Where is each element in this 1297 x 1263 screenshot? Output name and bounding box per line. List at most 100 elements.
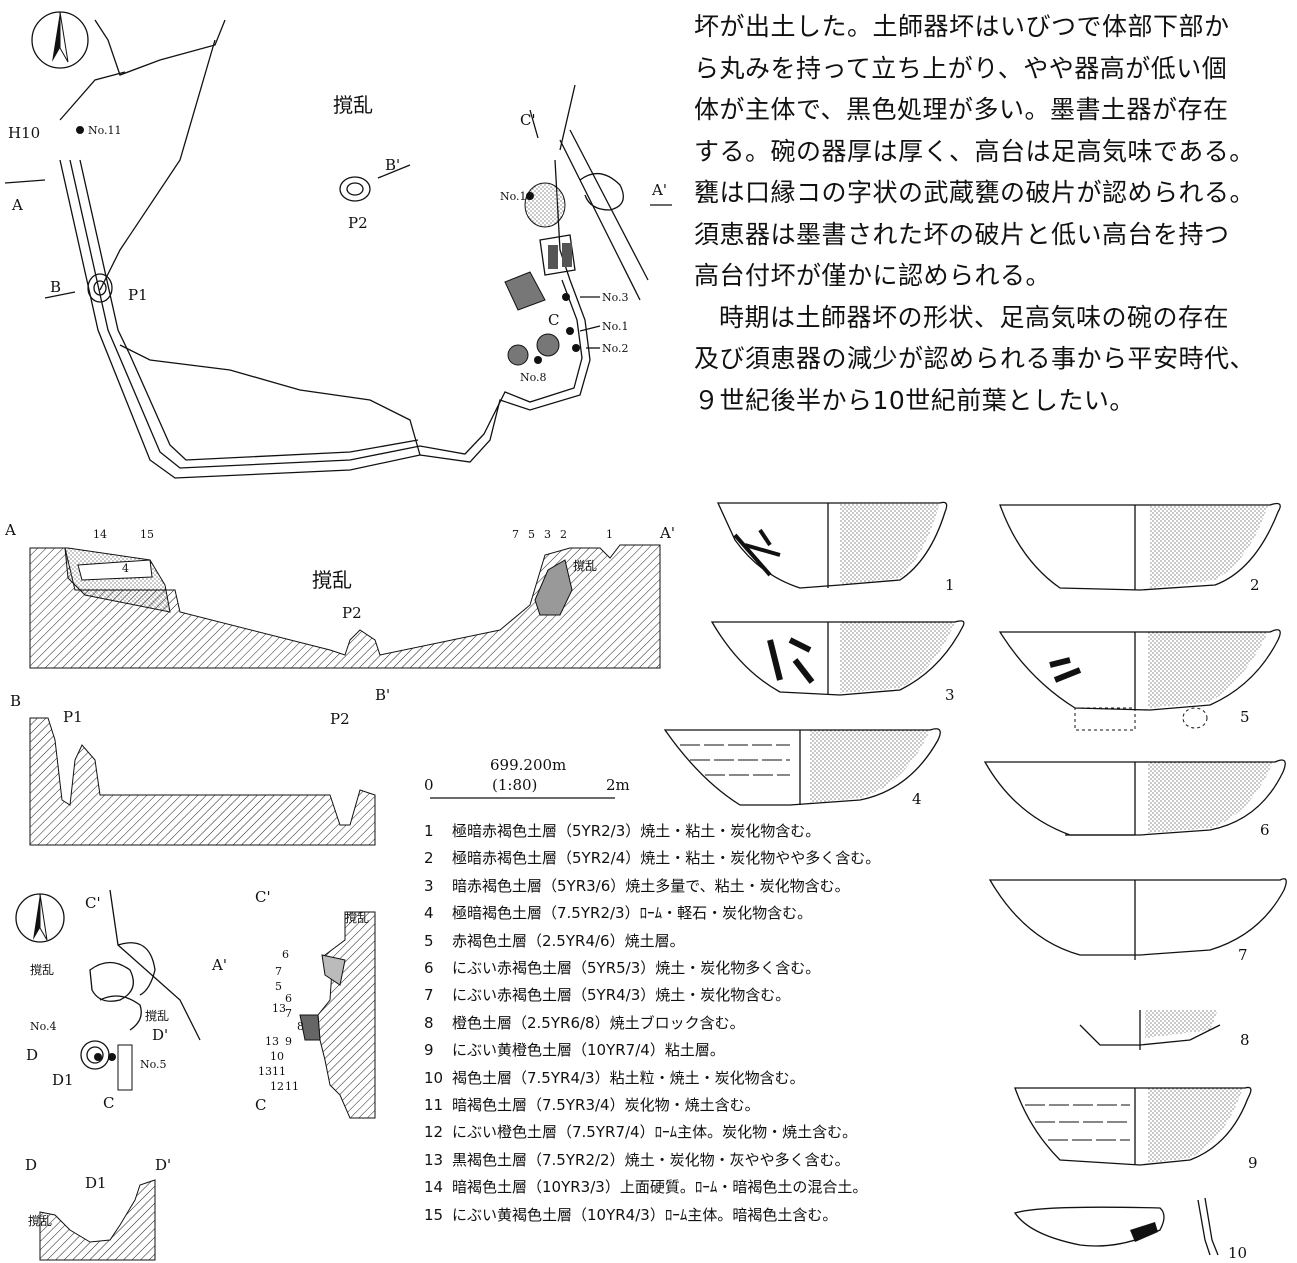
body-line: 体が主体で、黒色処理が多い。墨書土器が存在 <box>694 95 1229 124</box>
section-c-layer: 11 <box>272 1065 286 1078</box>
vessel-label: 5 <box>1240 708 1250 726</box>
legend-row: 11 暗褐色土層（7.5YR3/4）炭化物・焼土含む。 <box>424 1092 984 1119</box>
detail-disturbance2-label: 撹乱 <box>145 1009 169 1023</box>
legend-text: 暗赤褐色土層（5YR3/6）焼土多量で、粘土・炭化物含む。 <box>452 876 850 895</box>
legend-row: 14 暗褐色土層（10YR3/3）上面硬質。ﾛｰﾑ・暗褐色土の混合土。 <box>424 1174 984 1201</box>
legend-num: 4 <box>424 904 434 923</box>
legend-row: 3 暗赤褐色土層（5YR3/6）焼土多量で、粘土・炭化物含む。 <box>424 873 984 900</box>
section-b-p1-label: P1 <box>63 708 83 726</box>
detail-c-prime-label: C' <box>85 894 101 912</box>
section-c-layer: 6 <box>285 992 292 1005</box>
plan-no19-label: No.19 <box>500 190 534 203</box>
section-a-layer: 7 <box>512 528 519 541</box>
section-c-layer: 13 <box>272 1002 286 1015</box>
body-line: ９世紀後半から10世紀前葉としたい。 <box>694 385 1135 415</box>
section-c: C' C 撹乱 6 7 5 13 6 7 8 9 13 10 13 11 12 … <box>255 888 376 1119</box>
section-a-disturbance-label: 撹乱 <box>312 568 352 592</box>
section-b-p2-label: P2 <box>330 710 350 728</box>
vessel-6 <box>983 759 1286 836</box>
legend-text: 暗褐色土層（7.5YR3/4）炭化物・焼土含む。 <box>452 1096 760 1115</box>
legend-num: 5 <box>424 931 434 950</box>
section-a-prime-label: A' <box>659 524 675 542</box>
plan-no1-label: No.1 <box>602 320 629 333</box>
section-c-layer: 8 <box>297 1020 304 1033</box>
legend-text: にぶい橙色土層（7.5YR7/4）ﾛｰﾑ主体。炭化物・焼土含む。 <box>452 1123 858 1142</box>
vessel-label: 4 <box>912 790 922 808</box>
plan-view: 撹乱 H10 No.11 A A' B B' C' C P1 P2 No.19 … <box>4 11 672 479</box>
plan-b-prime-label: B' <box>385 156 400 174</box>
detail-d1-label: D1 <box>52 1071 74 1089</box>
plan-a-label: A <box>11 196 23 214</box>
vessel-label: 3 <box>945 686 955 704</box>
section-a: A A' 撹乱 P2 撹乱 14 15 4 7 5 3 2 1 <box>4 521 675 669</box>
legend-text: 暗褐色土層（10YR3/3）上面硬質。ﾛｰﾑ・暗褐色土の混合土。 <box>452 1178 868 1197</box>
section-c-layer: 6 <box>282 948 289 961</box>
scale-elevation: 699.200m <box>490 756 566 774</box>
plan-p1-label: P1 <box>128 286 148 304</box>
plan-no8-label: No.8 <box>520 371 547 384</box>
section-a-p2-label: P2 <box>342 604 362 622</box>
vessel-label: 2 <box>1250 576 1260 594</box>
section-d-prime-label: D' <box>155 1156 171 1174</box>
legend-row: 1 極暗赤褐色土層（5YR2/3）焼土・粘土・炭化物含む。 <box>424 818 984 845</box>
section-a-label: A <box>4 521 16 539</box>
detail-disturbance-label: 撹乱 <box>30 963 54 977</box>
section-a-layer: 4 <box>122 562 129 575</box>
legend-text: 極暗赤褐色土層（5YR2/3）焼土・粘土・炭化物含む。 <box>452 822 821 840</box>
vessel-label: 9 <box>1248 1154 1258 1172</box>
section-c-prime-label: C' <box>255 888 271 906</box>
section-c-layer: 5 <box>275 980 282 993</box>
legend-text: にぶい黄橙色土層（10YR7/4）粘土層。 <box>452 1041 725 1060</box>
detail-no5-label: No.5 <box>140 1058 167 1071</box>
section-c-label: C <box>255 1096 266 1114</box>
scale-end: 2m <box>606 776 630 794</box>
section-a-layer: 1 <box>606 528 613 541</box>
body-line: 時期は土師器坏の形状、足高気味の碗の存在 <box>719 302 1230 332</box>
legend-num: 6 <box>424 959 434 978</box>
legend-num: 14 <box>424 1178 444 1197</box>
section-a-layer: 3 <box>544 528 551 541</box>
legend-text: にぶい赤褐色土層（5YR4/3）焼土・炭化物含む。 <box>452 986 791 1005</box>
plan-no3-label: No.3 <box>602 291 629 304</box>
legend-num: 1 <box>424 822 434 840</box>
section-d-d1-label: D1 <box>85 1174 107 1192</box>
scale-start: 0 <box>424 776 434 794</box>
section-a-small-disturbance: 撹乱 <box>573 559 597 573</box>
legend-text: 橙色土層（2.5YR6/8）焼土ブロック含む。 <box>452 1013 745 1032</box>
section-c-layer: 9 <box>285 1035 292 1048</box>
body-line: 坏が出土した。土師器坏はいびつで体部下部か <box>694 12 1230 41</box>
vessel-label: 6 <box>1260 821 1270 839</box>
plan-no2-label: No.2 <box>602 342 629 355</box>
legend-text: にぶい黄褐色土層（10YR4/3）ﾛｰﾑ主体。暗褐色土含む。 <box>452 1205 838 1224</box>
section-a-layer: 15 <box>140 528 154 541</box>
vessel-8 <box>1079 1010 1221 1050</box>
vessel-label: 8 <box>1240 1031 1250 1049</box>
plan-no11-label: No.11 <box>88 124 122 137</box>
detail-plan: 撹乱 撹乱 C' C A' D D' D1 No.4 No.5 <box>15 889 227 1112</box>
legend-row: 8 橙色土層（2.5YR6/8）焼土ブロック含む。 <box>424 1010 984 1037</box>
body-line: する。碗の器厚は厚く、高台は足高気味である。 <box>694 136 1255 166</box>
section-c-disturbance: 撹乱 <box>345 911 369 925</box>
legend-num: 3 <box>424 876 434 895</box>
body-line: 高台付坏が僅かに認められる。 <box>694 261 1052 290</box>
section-c-layer: 13 <box>265 1035 279 1048</box>
scale-bar: 699.200m (1:80) 0 2m <box>424 756 630 799</box>
plan-house-label: H10 <box>8 124 40 142</box>
vessel-label: 1 <box>945 576 955 594</box>
legend-num: 8 <box>424 1013 434 1032</box>
body-line: 甕は口縁コの字状の武蔵甕の破片が認められる。 <box>694 178 1256 207</box>
body-text: 坏が出土した。土師器坏はいびつで体部下部か ら丸みを持って立ち上がり、やや器高が… <box>694 6 1294 421</box>
detail-c-label: C <box>103 1094 114 1112</box>
legend-num: 2 <box>424 849 434 868</box>
body-line: 須恵器は墨書された坏の破片と低い高台を持つ <box>694 219 1230 249</box>
detail-a-prime-label: A' <box>211 956 227 974</box>
legend-num: 11 <box>424 1096 444 1115</box>
section-b-label: B <box>10 692 21 710</box>
